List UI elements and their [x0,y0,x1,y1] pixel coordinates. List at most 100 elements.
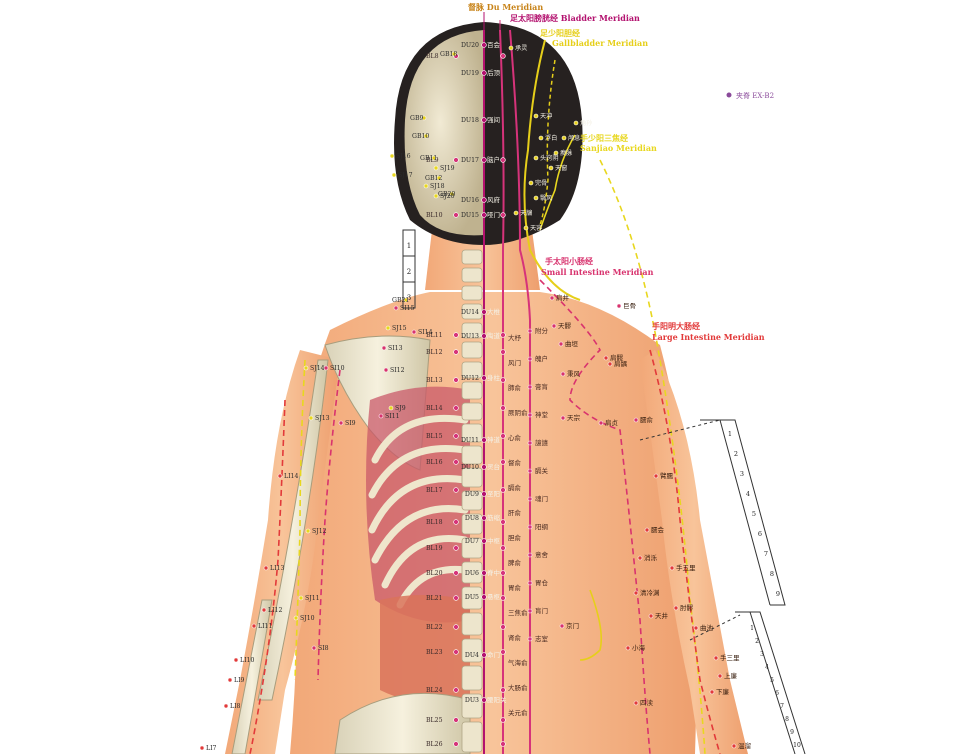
ruler-number: 8 [785,716,789,723]
small-intestine-meridian-title-en: Small Intestine Meridian [541,267,654,277]
ruler-number: 1 [750,625,754,632]
ruler-number: 4 [765,664,769,671]
bladder-inner-name: 肾俞 [508,633,522,642]
ruler-number: 1 [407,242,411,250]
bladder-outer-point [527,608,533,614]
du-point-code: DU17 [461,157,479,164]
right-point-name: 肩髃 [614,359,628,368]
sj-point-code: SJ11 [305,595,320,602]
bladder-outer-point [527,356,533,362]
bladder-point-right [500,487,506,493]
du-point-code: DU20 [461,42,479,49]
right-point [549,295,555,301]
bladder-outer-point [527,384,533,390]
si-point [311,645,317,651]
bladder-inner-name: 气海俞 [508,658,528,667]
large-intestine-meridian-title-en: Large Intestine Meridian [652,332,765,342]
ruler-number: 9 [790,729,794,736]
bladder-point-right [500,377,506,383]
du-point [481,212,487,218]
bladder-inner-name: 胃俞 [508,583,522,592]
ruler-number: 10 [793,742,801,749]
bladder-outer-name: 胃仓 [535,578,549,587]
bladder-point-left [453,349,459,355]
bladder-point-right [500,349,506,355]
right-point [551,323,557,329]
bladder-point-code: BL15 [426,433,443,440]
si-point-code: SI14 [418,329,433,336]
si-point [393,305,399,311]
si-point-code: SI8 [318,645,329,652]
sanjiao-meridian-title-cn: 手少阳三焦经 [580,133,628,143]
bladder-point-right [500,53,506,59]
right-point-name: 肩井 [556,293,570,302]
bladder-inner-name: 厥阴俞 [508,408,528,417]
bladder-outer-name: 膏肓 [535,382,549,391]
bladder-point-code: BL21 [426,595,443,602]
gb-point-code: GB9 [410,115,423,122]
du-point-code: DU3 [465,697,479,704]
du-point-name: 灵台 [487,462,500,471]
li-point [233,657,239,663]
misc-point-markers: 承灵天冲浮白头窍阴完骨翳风天牖天容天窗瘈脉颅息角孙GB18GB9GB10GB11… [199,44,752,752]
right-point [607,361,613,367]
bladder-point-code: BL13 [426,377,443,384]
ruler-number: 3 [740,470,744,478]
head-point [561,135,567,141]
right-point [616,303,622,309]
du-point-code: DU4 [465,652,479,659]
head-point [508,45,514,51]
ruler-number: 7 [764,550,768,558]
si-point [323,365,329,371]
du-point-name: 大椎 [487,307,501,316]
bladder-outer-point [527,496,533,502]
bladder-inner-name: 脾俞 [508,558,522,567]
bladder-outer-name: 志室 [535,634,549,643]
head-point-name: 颅息 [568,134,580,142]
bladder-point-right [500,405,506,411]
gb-point [403,297,409,303]
bladder-outer-name: 肓门 [535,606,548,615]
bladder-point-code: BL26 [426,741,443,748]
du-point-code: DU14 [461,309,479,316]
bladder-point-code: BL16 [426,459,443,466]
bladder-outer-point [527,552,533,558]
right-point [673,605,679,611]
small-intestine-meridian-title-cn: 手太阳小肠经 [545,256,593,266]
du-point-name: 强间 [487,116,500,124]
si-point [411,329,417,335]
bladder-outer-point [527,412,533,418]
head-point [513,210,519,216]
right-point-name: 天髎 [558,322,572,330]
du-point-code: DU16 [461,197,479,204]
si-point-code: SI11 [385,413,400,420]
bladder-outer-name: 神堂 [535,410,549,419]
right-point [731,743,737,749]
bladder-point-left [453,545,459,551]
bladder-point-left [453,595,459,601]
du-point [481,464,487,470]
bladder-inner-name: 关元俞 [508,708,528,717]
ruler-number: 2 [407,268,411,276]
head-point [533,113,539,119]
si-point-code: SI12 [390,367,405,374]
li-point [263,565,269,571]
bladder-point-right [500,687,506,693]
du-point-name: 后顶 [487,68,501,77]
ruler-number: 6 [758,530,762,538]
bladder-point-left [453,519,459,525]
du-point [481,538,487,544]
bladder-inner-name: 风门 [508,358,521,367]
bladder-outer-name: 魂门 [535,494,548,503]
li-point-code: LI8 [230,703,241,710]
gb-point [431,155,437,161]
ruler-number: 2 [755,638,759,645]
bladder-outer-name: 阳纲 [535,522,548,531]
li-point [251,623,257,629]
head-point [533,195,539,201]
du-point-name: 腰阳关 [487,695,507,704]
li-point-code: LI12 [268,607,282,614]
du-point-code: DU12 [461,375,479,382]
head-point [548,165,554,171]
meridian-lines [249,12,721,754]
